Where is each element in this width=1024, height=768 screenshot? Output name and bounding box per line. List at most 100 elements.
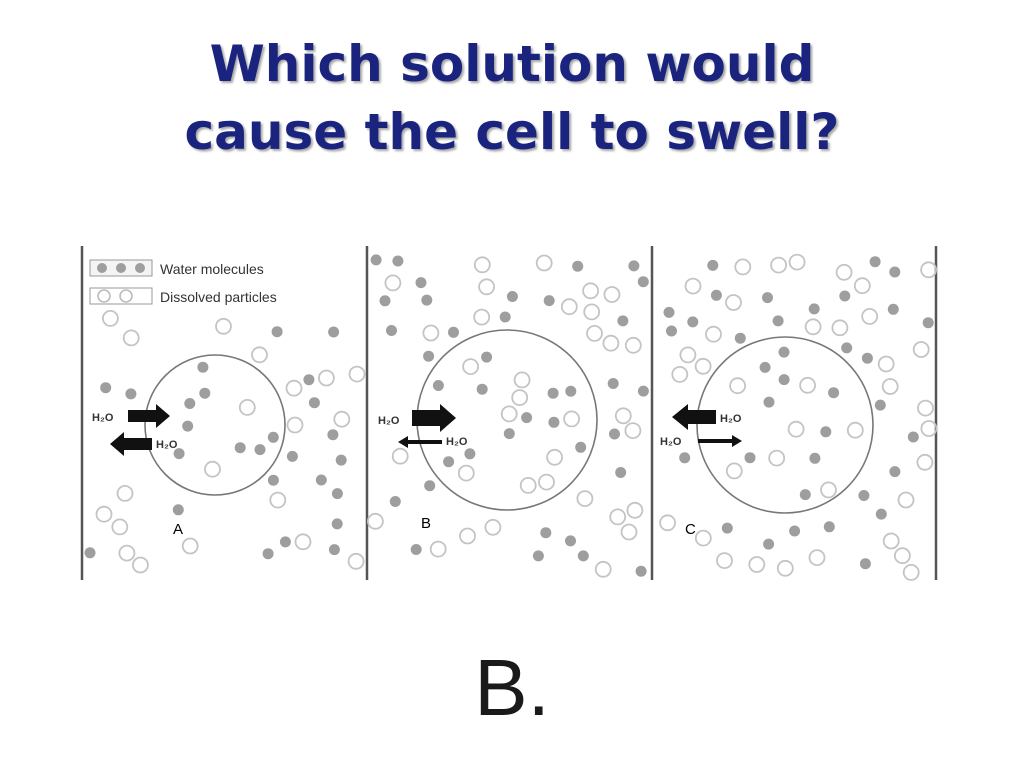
legend: Water molecules Dissolved particles	[89, 259, 277, 305]
water-molecule	[476, 383, 488, 395]
dissolved-particle	[511, 389, 529, 407]
arrow-b-in	[412, 404, 456, 432]
water-molecule	[628, 260, 640, 272]
water-molecule	[199, 387, 211, 399]
dissolved-particle	[347, 552, 365, 570]
water-molecule	[464, 448, 476, 460]
water-molecule	[637, 385, 649, 397]
water-molecule	[575, 441, 587, 453]
dissolved-particle	[624, 422, 642, 440]
arrow-b-label-bottom: H₂O	[446, 436, 468, 448]
dissolved-particle	[602, 334, 620, 352]
water-molecule	[889, 466, 901, 478]
arrow-c-label-top: H₂O	[720, 413, 742, 425]
water-molecule	[540, 527, 552, 539]
water-molecule	[762, 292, 773, 304]
dissolved-particle	[422, 324, 440, 342]
water-molecule	[506, 291, 518, 302]
dissolved-particle	[626, 501, 644, 519]
dissolved-particle	[716, 552, 733, 570]
arrow-b-label-top: H₂O	[378, 415, 400, 427]
dissolved-particle	[582, 282, 599, 300]
dissolved-particle	[286, 416, 304, 434]
panel-b-particles	[366, 254, 649, 578]
dissolved-particle	[535, 254, 553, 272]
water-molecule	[637, 276, 649, 288]
dissolved-particle	[317, 369, 335, 387]
water-molecule	[386, 325, 397, 336]
arrow-c-out	[672, 404, 716, 430]
arrow-a-out	[110, 432, 152, 456]
water-molecule	[799, 489, 811, 501]
dissolved-particle	[586, 325, 603, 342]
dissolved-particle	[459, 527, 476, 545]
dissolved-particle	[294, 533, 312, 551]
dissolved-particle	[238, 398, 256, 416]
dissolved-particle	[725, 462, 743, 480]
dissolved-particle	[729, 377, 746, 395]
water-molecule	[328, 326, 340, 338]
dissolved-particle	[894, 547, 911, 565]
dissolved-particle	[563, 410, 581, 428]
arrow-c-in	[698, 435, 742, 447]
panel-b-arrows: H₂O H₂O	[378, 404, 468, 448]
dissolved-particle	[788, 253, 806, 271]
water-molecule	[875, 508, 887, 520]
dissolved-particle	[799, 376, 816, 394]
water-molecule	[267, 474, 279, 486]
dissolved-particle	[269, 491, 287, 509]
water-molecule	[173, 448, 185, 460]
dissolved-particle	[391, 447, 409, 465]
dissolved-particle	[659, 514, 676, 532]
water-molecule	[763, 538, 775, 550]
water-molecule	[820, 426, 832, 438]
water-molecule	[286, 450, 298, 462]
water-molecule	[389, 496, 401, 507]
water-molecule	[721, 522, 733, 534]
water-molecule	[734, 332, 746, 344]
slide-title: Which solution would cause the cell to s…	[0, 30, 1024, 166]
panel-a-arrows: H₂O H₂O	[92, 404, 178, 456]
dissolved-particle	[594, 560, 612, 578]
dissolved-particle	[95, 505, 113, 523]
dissolved-particle	[694, 529, 712, 547]
water-molecule	[858, 490, 870, 501]
arrow-c-label-bottom: H₂O	[660, 436, 682, 448]
dissolved-particle	[384, 274, 402, 292]
water-molecule	[271, 326, 283, 338]
water-molecule	[424, 480, 436, 492]
panel-a-label: A	[173, 521, 183, 538]
dissolved-particle	[583, 303, 601, 321]
dissolved-particle	[122, 329, 140, 347]
dissolved-particle	[366, 512, 384, 530]
dissolved-particle	[804, 318, 822, 336]
arrow-a-label-top: H₂O	[92, 412, 114, 424]
water-molecule	[607, 378, 619, 389]
dissolved-particle	[181, 537, 199, 555]
water-molecule	[874, 399, 886, 411]
water-molecule	[308, 397, 320, 409]
dissolved-particle	[916, 453, 934, 471]
water-molecule	[808, 303, 820, 315]
water-molecule	[861, 352, 873, 364]
dissolved-particle	[478, 278, 496, 296]
water-molecule	[423, 350, 435, 362]
water-molecule	[303, 374, 315, 386]
dissolved-particle	[603, 286, 621, 303]
water-molecule	[869, 256, 881, 268]
water-molecule	[432, 380, 444, 391]
arrow-a-in	[128, 404, 170, 428]
dissolved-particle	[705, 325, 722, 343]
dissolved-particle	[835, 263, 853, 281]
dissolved-particle	[768, 449, 786, 467]
water-molecule	[609, 428, 620, 440]
dissolved-particle	[484, 518, 502, 536]
water-molecule	[809, 452, 821, 464]
arrow-a-label-bottom: H₂O	[156, 439, 178, 451]
dissolved-particle	[882, 532, 900, 550]
legend-particle-label: Dissolved particles	[160, 289, 277, 305]
water-molecule	[744, 452, 756, 464]
legend-water-dot	[135, 263, 145, 273]
dissolved-particle	[881, 378, 899, 395]
cell-c-membrane	[696, 336, 874, 514]
